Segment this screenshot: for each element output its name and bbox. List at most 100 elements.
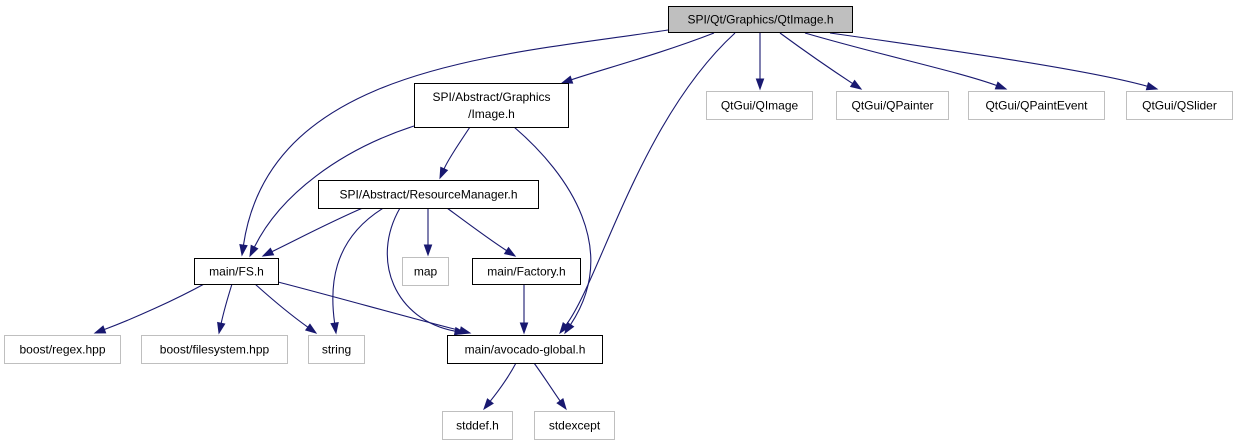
arrowhead-icon (519, 322, 529, 335)
edge-line (104, 282, 207, 331)
node-avoglobal[interactable]: main/avocado-global.h (447, 335, 603, 364)
arrowhead-icon (439, 166, 449, 180)
edges-layer (93, 29, 1159, 411)
node-fs[interactable]: main/FS.h (194, 258, 279, 285)
arrowhead-icon (560, 75, 574, 84)
edge-resmgr-to-string (330, 206, 386, 335)
node-label: map (414, 265, 438, 279)
edge-qtimage-to-qpainter (779, 32, 863, 90)
node-box (668, 6, 853, 33)
arrowhead-icon (559, 322, 570, 335)
arrowhead-icon (423, 244, 433, 257)
node-label: QtGui/QPainter (851, 99, 933, 113)
edge-qtimage-to-qimage (755, 32, 765, 91)
arrowhead-icon (249, 244, 259, 258)
node-label: SPI/Abstract/Graphics (432, 90, 550, 104)
node-map[interactable]: map (402, 257, 449, 286)
node-stdexcept[interactable]: stdexcept (534, 411, 615, 440)
edge-line (242, 29, 669, 246)
edge-fs-to-regex (93, 282, 207, 334)
edge-line (779, 32, 853, 84)
arrowhead-icon (849, 79, 863, 90)
node-box (402, 257, 449, 286)
node-label: main/Factory.h (487, 265, 565, 279)
node-qtimage[interactable]: SPI/Qt/Graphics/QtImage.h (668, 6, 853, 33)
arrowhead-icon (483, 398, 494, 411)
node-qpainter[interactable]: QtGui/QPainter (836, 91, 949, 120)
node-filesystem[interactable]: boost/filesystem.hpp (141, 335, 288, 364)
node-box (706, 91, 813, 120)
node-factory[interactable]: main/Factory.h (472, 258, 581, 285)
edge-line (386, 207, 456, 332)
arrowhead-icon (261, 247, 275, 257)
node-label: boost/regex.hpp (19, 343, 105, 357)
node-resmgr[interactable]: SPI/Abstract/ResourceManager.h (318, 180, 539, 209)
node-label: main/avocado-global.h (465, 343, 586, 357)
node-label: QtGui/QSlider (1142, 99, 1217, 113)
node-box (1126, 91, 1233, 120)
arrowhead-icon (458, 326, 472, 335)
edge-line (571, 32, 715, 81)
edge-qtimage-to-qslider (829, 32, 1159, 91)
edge-fs-to-string (254, 283, 318, 334)
edge-line (513, 126, 592, 325)
arrowhead-icon (93, 325, 107, 334)
node-box (308, 335, 365, 364)
edge-factory-to-avoglobal (519, 284, 529, 335)
arrowhead-icon (755, 78, 765, 91)
node-stddef[interactable]: stddef.h (442, 411, 513, 440)
node-box (968, 91, 1105, 120)
node-box (4, 335, 121, 364)
arrowhead-icon (994, 81, 1008, 90)
edge-abs_image-to-avoglobal (513, 126, 592, 335)
node-qslider[interactable]: QtGui/QSlider (1126, 91, 1233, 120)
node-regex[interactable]: boost/regex.hpp (4, 335, 121, 364)
arrowhead-icon (330, 322, 339, 335)
node-label: stddef.h (456, 419, 499, 433)
edge-qtimage-to-fs (239, 29, 669, 257)
edge-fs-to-avoglobal (277, 281, 472, 335)
nodes-layer: SPI/Qt/Graphics/QtImage.hSPI/Abstract/Gr… (4, 6, 1233, 440)
edge-line (829, 32, 1148, 87)
edge-qtimage-to-abs_image (560, 32, 715, 84)
edge-line (489, 362, 517, 402)
arrowhead-icon (1145, 81, 1159, 91)
edge-resmgr-to-factory (446, 207, 517, 257)
node-abs_image[interactable]: SPI/Abstract/Graphics/Image.h (414, 83, 569, 128)
node-label: string (322, 343, 351, 357)
node-label: main/FS.h (209, 265, 264, 279)
node-label: stdexcept (549, 419, 601, 433)
edge-line (804, 32, 997, 87)
arrowhead-icon (239, 243, 248, 257)
edge-line (443, 126, 471, 170)
arrowhead-icon (564, 321, 575, 335)
node-label: QtGui/QImage (721, 99, 799, 113)
node-box (442, 411, 513, 440)
edge-abs_image-to-resmgr (439, 126, 471, 180)
edge-fs-to-filesystem (217, 283, 233, 335)
edge-line (253, 125, 415, 248)
node-label: /Image.h (468, 107, 515, 121)
node-box (414, 83, 569, 128)
edge-qtimage-to-avoglobal (559, 32, 736, 335)
edge-resmgr-to-fs (261, 206, 366, 257)
edge-resmgr-to-map (423, 208, 433, 257)
node-qpaintevent[interactable]: QtGui/QPaintEvent (968, 91, 1105, 120)
node-label: QtGui/QPaintEvent (985, 99, 1088, 113)
node-box (318, 180, 539, 209)
edge-line (220, 283, 233, 324)
edge-avoglobal-to-stdexcept (533, 362, 567, 411)
node-string[interactable]: string (308, 335, 365, 364)
node-qimage[interactable]: QtGui/QImage (706, 91, 813, 120)
arrowhead-icon (217, 321, 226, 335)
node-box (836, 91, 949, 120)
edge-line (271, 206, 366, 253)
edge-abs_image-to-fs (249, 125, 415, 258)
edge-line (533, 362, 561, 402)
node-box (141, 335, 288, 364)
node-box (447, 335, 603, 364)
arrowhead-icon (503, 246, 517, 257)
arrowhead-icon (304, 323, 318, 334)
edge-line (332, 206, 386, 324)
